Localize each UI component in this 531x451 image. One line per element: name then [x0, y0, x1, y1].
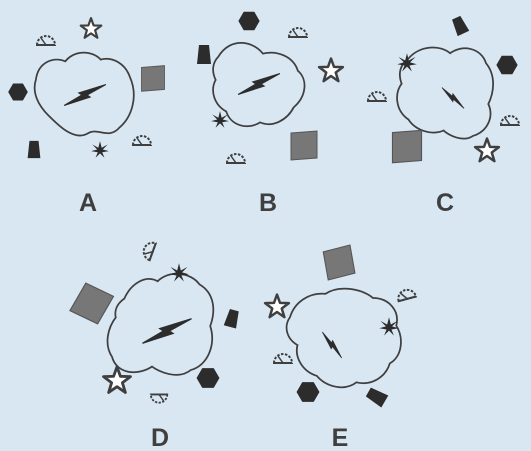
figure-d-fan-top	[141, 240, 156, 260]
figure-a-parallelogram	[142, 66, 165, 92]
figure-e-fan-left	[274, 354, 292, 363]
figure-d-fan-bottom	[151, 394, 168, 402]
figure-a-fan-bottom	[133, 136, 151, 145]
figure-a-fan-top	[37, 36, 55, 45]
figure-e-label: E	[332, 424, 349, 451]
figure-e-wedge	[365, 386, 388, 408]
figure-c-wedge	[450, 15, 469, 36]
figure-d-hexagon	[197, 368, 220, 388]
figure-b-fan-top	[289, 28, 307, 37]
figure-e-fan-right	[396, 288, 416, 301]
figure-e-hexagon	[297, 382, 320, 402]
figure-c-fan-left	[368, 92, 386, 101]
figure-b-wedge	[197, 45, 211, 64]
figure-d-parallelogram	[70, 281, 114, 326]
figure-b-label: B	[259, 189, 277, 217]
figure-e-star	[265, 295, 289, 318]
figure-a-star	[81, 18, 102, 38]
figure-b-star	[319, 59, 343, 82]
figure-a-spark	[91, 141, 109, 158]
figure-b-parallelogram	[291, 131, 317, 160]
figure-a-hexagon	[8, 83, 28, 100]
figure-a: A	[8, 18, 164, 217]
figure-b-hexagon	[238, 12, 259, 30]
figure-c: C	[368, 15, 519, 217]
figure-c-star	[475, 139, 499, 162]
figure-c-fan-right	[501, 116, 519, 125]
figure-d-label: D	[151, 424, 169, 451]
figure-a-wedge	[28, 141, 41, 158]
figure-c-parallelogram	[392, 130, 421, 162]
figure-b-fan-bottom	[227, 154, 245, 163]
figure-e-parallelogram	[323, 245, 355, 280]
figure-c-label: C	[436, 189, 454, 217]
figure-e: E	[265, 245, 416, 451]
figure-a-label: A	[79, 189, 97, 217]
figure-c-hexagon	[496, 56, 517, 74]
figure-d: D	[70, 240, 241, 451]
figure-d-wedge	[224, 309, 241, 329]
figure-b: B	[197, 12, 343, 217]
